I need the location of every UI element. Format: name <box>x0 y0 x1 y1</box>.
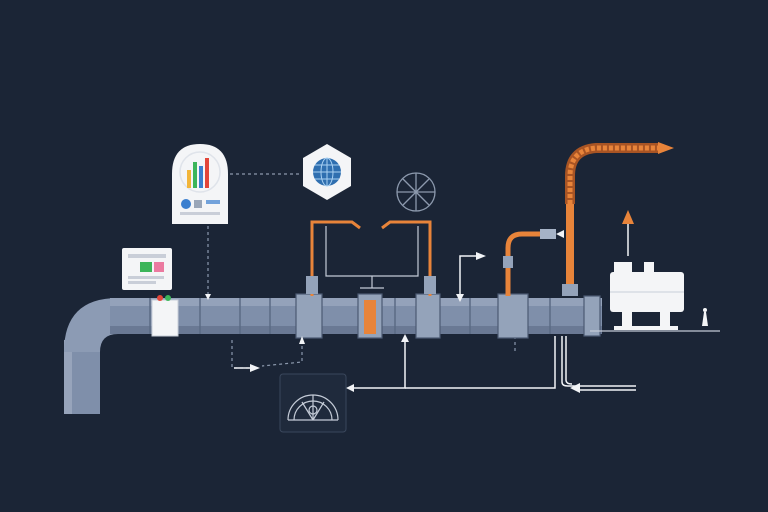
dashed-link-mid-sensor <box>261 340 303 367</box>
dashed-link-left-sensor <box>231 340 252 369</box>
flange-joint <box>497 293 529 339</box>
pipe-seams <box>149 298 551 334</box>
main-pipeline <box>64 293 602 414</box>
pipe-horizontal-shadow <box>110 326 602 334</box>
globe-icon <box>313 157 341 187</box>
flange-joint <box>583 295 601 337</box>
bent-orange-pipe <box>503 229 564 296</box>
valve-flag-icon <box>702 312 708 326</box>
monitor-icon <box>325 226 419 289</box>
outlet-nozzle <box>540 229 556 239</box>
hose-arrow-head <box>658 142 674 154</box>
pipe-horizontal-highlight <box>110 298 602 306</box>
orange-riser-right <box>381 220 432 296</box>
orange-stack-column <box>566 204 574 294</box>
riser-connector <box>306 276 318 294</box>
flange-joint <box>295 293 323 339</box>
orange-bend <box>505 231 540 296</box>
hose-inner <box>567 145 660 204</box>
note-card-green-block <box>140 262 152 272</box>
hose-outer <box>565 143 660 204</box>
analytics-dot-icon <box>181 199 191 209</box>
dashed-connectors <box>207 173 516 369</box>
status-dot-red <box>157 295 163 301</box>
pipe-elbow <box>64 298 118 352</box>
flow-arrow-heads <box>205 252 580 393</box>
orange-inline-valve <box>364 300 376 334</box>
pump-station-icon <box>590 262 720 332</box>
gauge-icon <box>287 394 339 421</box>
tall-stack <box>562 142 674 296</box>
bar-chart-icon <box>179 151 221 193</box>
status-dot-green <box>165 295 171 301</box>
flow-arrow-return-left <box>352 336 406 389</box>
flange-joint <box>415 293 441 339</box>
flow-arrows <box>234 255 636 391</box>
flow-arrow-return-line <box>405 336 556 389</box>
analytics-card <box>172 144 228 224</box>
orange-riser-left <box>310 220 361 296</box>
monitor-panel <box>306 220 436 296</box>
wheel-icon <box>396 172 436 212</box>
up-arrow-orange <box>622 210 634 256</box>
note-card <box>122 248 172 301</box>
gauge-panel <box>279 373 347 433</box>
pipe-label-box <box>151 299 179 337</box>
riser-connector <box>424 276 436 294</box>
globe-badge <box>303 144 351 200</box>
flow-arrow-up-right <box>459 255 478 298</box>
pipe-vertical-highlight <box>64 340 72 414</box>
flow-arrow-inlet-a <box>561 336 636 387</box>
